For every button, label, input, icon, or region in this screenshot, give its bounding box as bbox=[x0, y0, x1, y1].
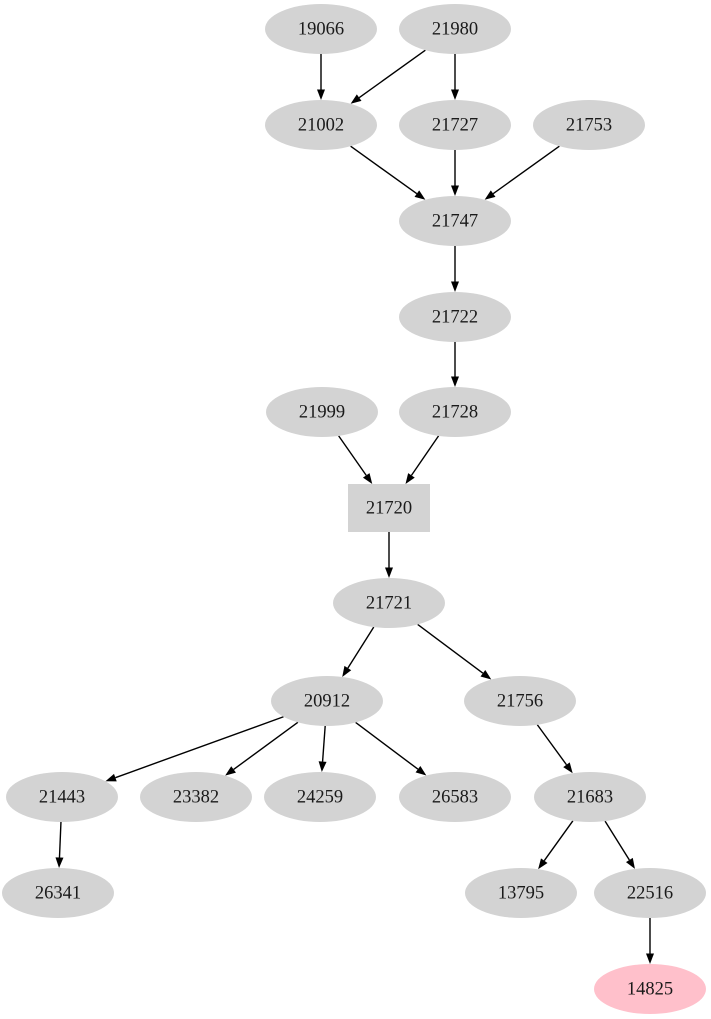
graph-edge bbox=[115, 716, 284, 779]
graph-edge bbox=[321, 725, 326, 762]
graph-node-21980[interactable]: 21980 bbox=[399, 4, 511, 54]
graph-edge-arrowhead bbox=[385, 567, 393, 578]
graph-node-21756[interactable]: 21756 bbox=[464, 676, 576, 726]
graph-edge-arrowhead bbox=[538, 858, 548, 870]
graph-edge-arrowhead bbox=[484, 190, 496, 200]
graph-edge-arrowhead bbox=[480, 670, 492, 680]
graph-edge bbox=[543, 820, 574, 862]
graph-edge bbox=[358, 49, 426, 99]
node-ellipse-shape[interactable] bbox=[266, 387, 378, 437]
graph-edge-arrowhead bbox=[451, 281, 459, 292]
graph-edge-arrowhead bbox=[350, 94, 362, 104]
node-ellipse-shape[interactable] bbox=[333, 578, 445, 628]
graph-edge-arrowhead bbox=[342, 665, 352, 677]
graph-edge-arrowhead bbox=[105, 773, 117, 782]
graph-node-22516[interactable]: 22516 bbox=[594, 868, 706, 918]
graph-node-14825[interactable]: 14825 bbox=[594, 964, 706, 1014]
node-ellipse-shape[interactable] bbox=[265, 100, 377, 150]
node-ellipse-shape[interactable] bbox=[399, 387, 511, 437]
nodes-layer: 19066 21980 21002 21727 21753 21747 21722 21999… bbox=[2, 4, 706, 1014]
graph-node-21721[interactable]: 21721 bbox=[333, 578, 445, 628]
node-ellipse-shape[interactable] bbox=[399, 292, 511, 342]
graph-node-13795[interactable]: 13795 bbox=[465, 868, 577, 918]
graph-edge bbox=[417, 623, 484, 674]
node-ellipse-shape[interactable] bbox=[534, 772, 646, 822]
node-ellipse-shape[interactable] bbox=[2, 868, 114, 918]
graph-edge-arrowhead bbox=[55, 857, 64, 868]
graph-edge bbox=[58, 821, 62, 858]
graph-edge-arrowhead bbox=[646, 953, 654, 964]
node-box-shape[interactable] bbox=[348, 484, 430, 532]
graph-node-24259[interactable]: 24259 bbox=[264, 772, 376, 822]
node-ellipse-shape[interactable] bbox=[464, 676, 576, 726]
graph-node-21727[interactable]: 21727 bbox=[399, 100, 511, 150]
graph-edge bbox=[347, 626, 375, 669]
node-ellipse-shape[interactable] bbox=[533, 100, 645, 150]
graph-node-26341[interactable]: 26341 bbox=[2, 868, 114, 918]
node-ellipse-shape[interactable] bbox=[271, 676, 383, 726]
graph-edge bbox=[355, 721, 419, 770]
graph-edge-arrowhead bbox=[451, 185, 459, 196]
node-ellipse-shape[interactable] bbox=[594, 868, 706, 918]
graph-edge-arrowhead bbox=[362, 473, 373, 484]
node-ellipse-shape[interactable] bbox=[399, 4, 511, 54]
graph-node-21728[interactable]: 21728 bbox=[399, 387, 511, 437]
node-ellipse-shape[interactable] bbox=[265, 4, 377, 54]
graph-node-19066[interactable]: 19066 bbox=[265, 4, 377, 54]
graph-node-23382[interactable]: 23382 bbox=[140, 772, 252, 822]
graph-edge-arrowhead bbox=[318, 761, 327, 773]
graph-edge bbox=[410, 435, 440, 476]
graph-edge-arrowhead bbox=[414, 190, 426, 200]
graph-edge-arrowhead bbox=[415, 766, 427, 776]
graph-edge bbox=[350, 145, 418, 195]
node-ellipse-shape[interactable] bbox=[399, 196, 511, 246]
graph-node-21999[interactable]: 21999 bbox=[266, 387, 378, 437]
graph-node-21722[interactable]: 21722 bbox=[399, 292, 511, 342]
graph-edge bbox=[338, 435, 367, 476]
graph-node-21720[interactable]: 21720 bbox=[348, 484, 430, 532]
graph-edge-arrowhead bbox=[225, 766, 236, 776]
node-ellipse-shape[interactable] bbox=[264, 772, 376, 822]
node-ellipse-shape[interactable] bbox=[594, 964, 706, 1014]
graph-edge bbox=[536, 724, 568, 766]
node-ellipse-shape[interactable] bbox=[399, 100, 511, 150]
graph-edge-arrowhead bbox=[625, 857, 635, 869]
node-ellipse-shape[interactable] bbox=[465, 868, 577, 918]
graph-node-21443[interactable]: 21443 bbox=[6, 772, 118, 822]
graph-node-21002[interactable]: 21002 bbox=[265, 100, 377, 150]
node-ellipse-shape[interactable] bbox=[6, 772, 118, 822]
graph-edge bbox=[492, 145, 560, 195]
node-ellipse-shape[interactable] bbox=[140, 772, 252, 822]
graph-node-21683[interactable]: 21683 bbox=[534, 772, 646, 822]
graph-node-21753[interactable]: 21753 bbox=[533, 100, 645, 150]
graph-edge bbox=[604, 820, 630, 861]
graph-edge-arrowhead bbox=[451, 89, 459, 100]
graph-node-26583[interactable]: 26583 bbox=[399, 772, 511, 822]
graph-node-21747[interactable]: 21747 bbox=[399, 196, 511, 246]
node-ellipse-shape[interactable] bbox=[399, 772, 511, 822]
graph-edge-arrowhead bbox=[405, 473, 415, 484]
edges-layer bbox=[55, 49, 654, 964]
graph-node-20912[interactable]: 20912 bbox=[271, 676, 383, 726]
graph-edge bbox=[233, 721, 299, 771]
graph-edge-arrowhead bbox=[563, 762, 573, 774]
graph-edge-arrowhead bbox=[317, 89, 325, 100]
graph-edge-arrowhead bbox=[451, 376, 459, 387]
